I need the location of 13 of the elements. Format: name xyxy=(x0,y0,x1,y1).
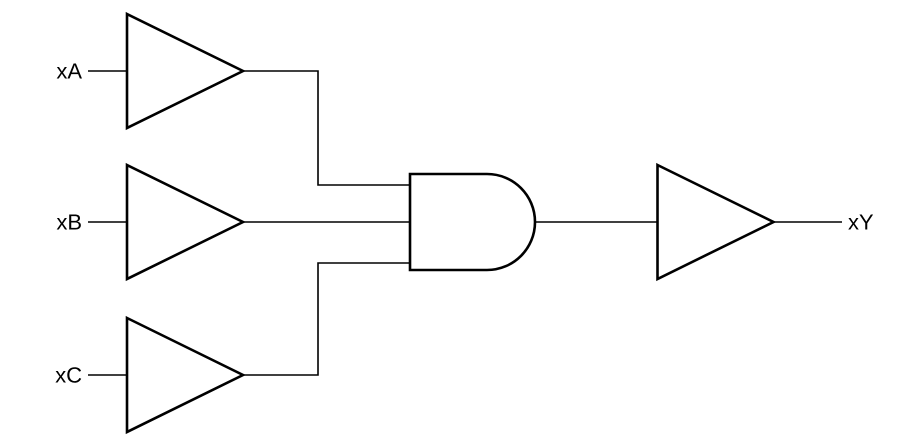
wire xyxy=(243,70,410,186)
wire xyxy=(88,70,127,72)
wire xyxy=(88,374,127,376)
wire xyxy=(535,221,658,223)
wire xyxy=(88,221,127,223)
and-gate-symbol xyxy=(408,172,536,272)
wire xyxy=(774,221,842,223)
wire xyxy=(243,262,410,376)
signal-label: xY xyxy=(848,214,874,230)
signal-label: xB xyxy=(56,214,81,230)
wire xyxy=(243,221,410,223)
signal-label: xC xyxy=(55,367,82,383)
signal-label: xA xyxy=(56,63,82,79)
